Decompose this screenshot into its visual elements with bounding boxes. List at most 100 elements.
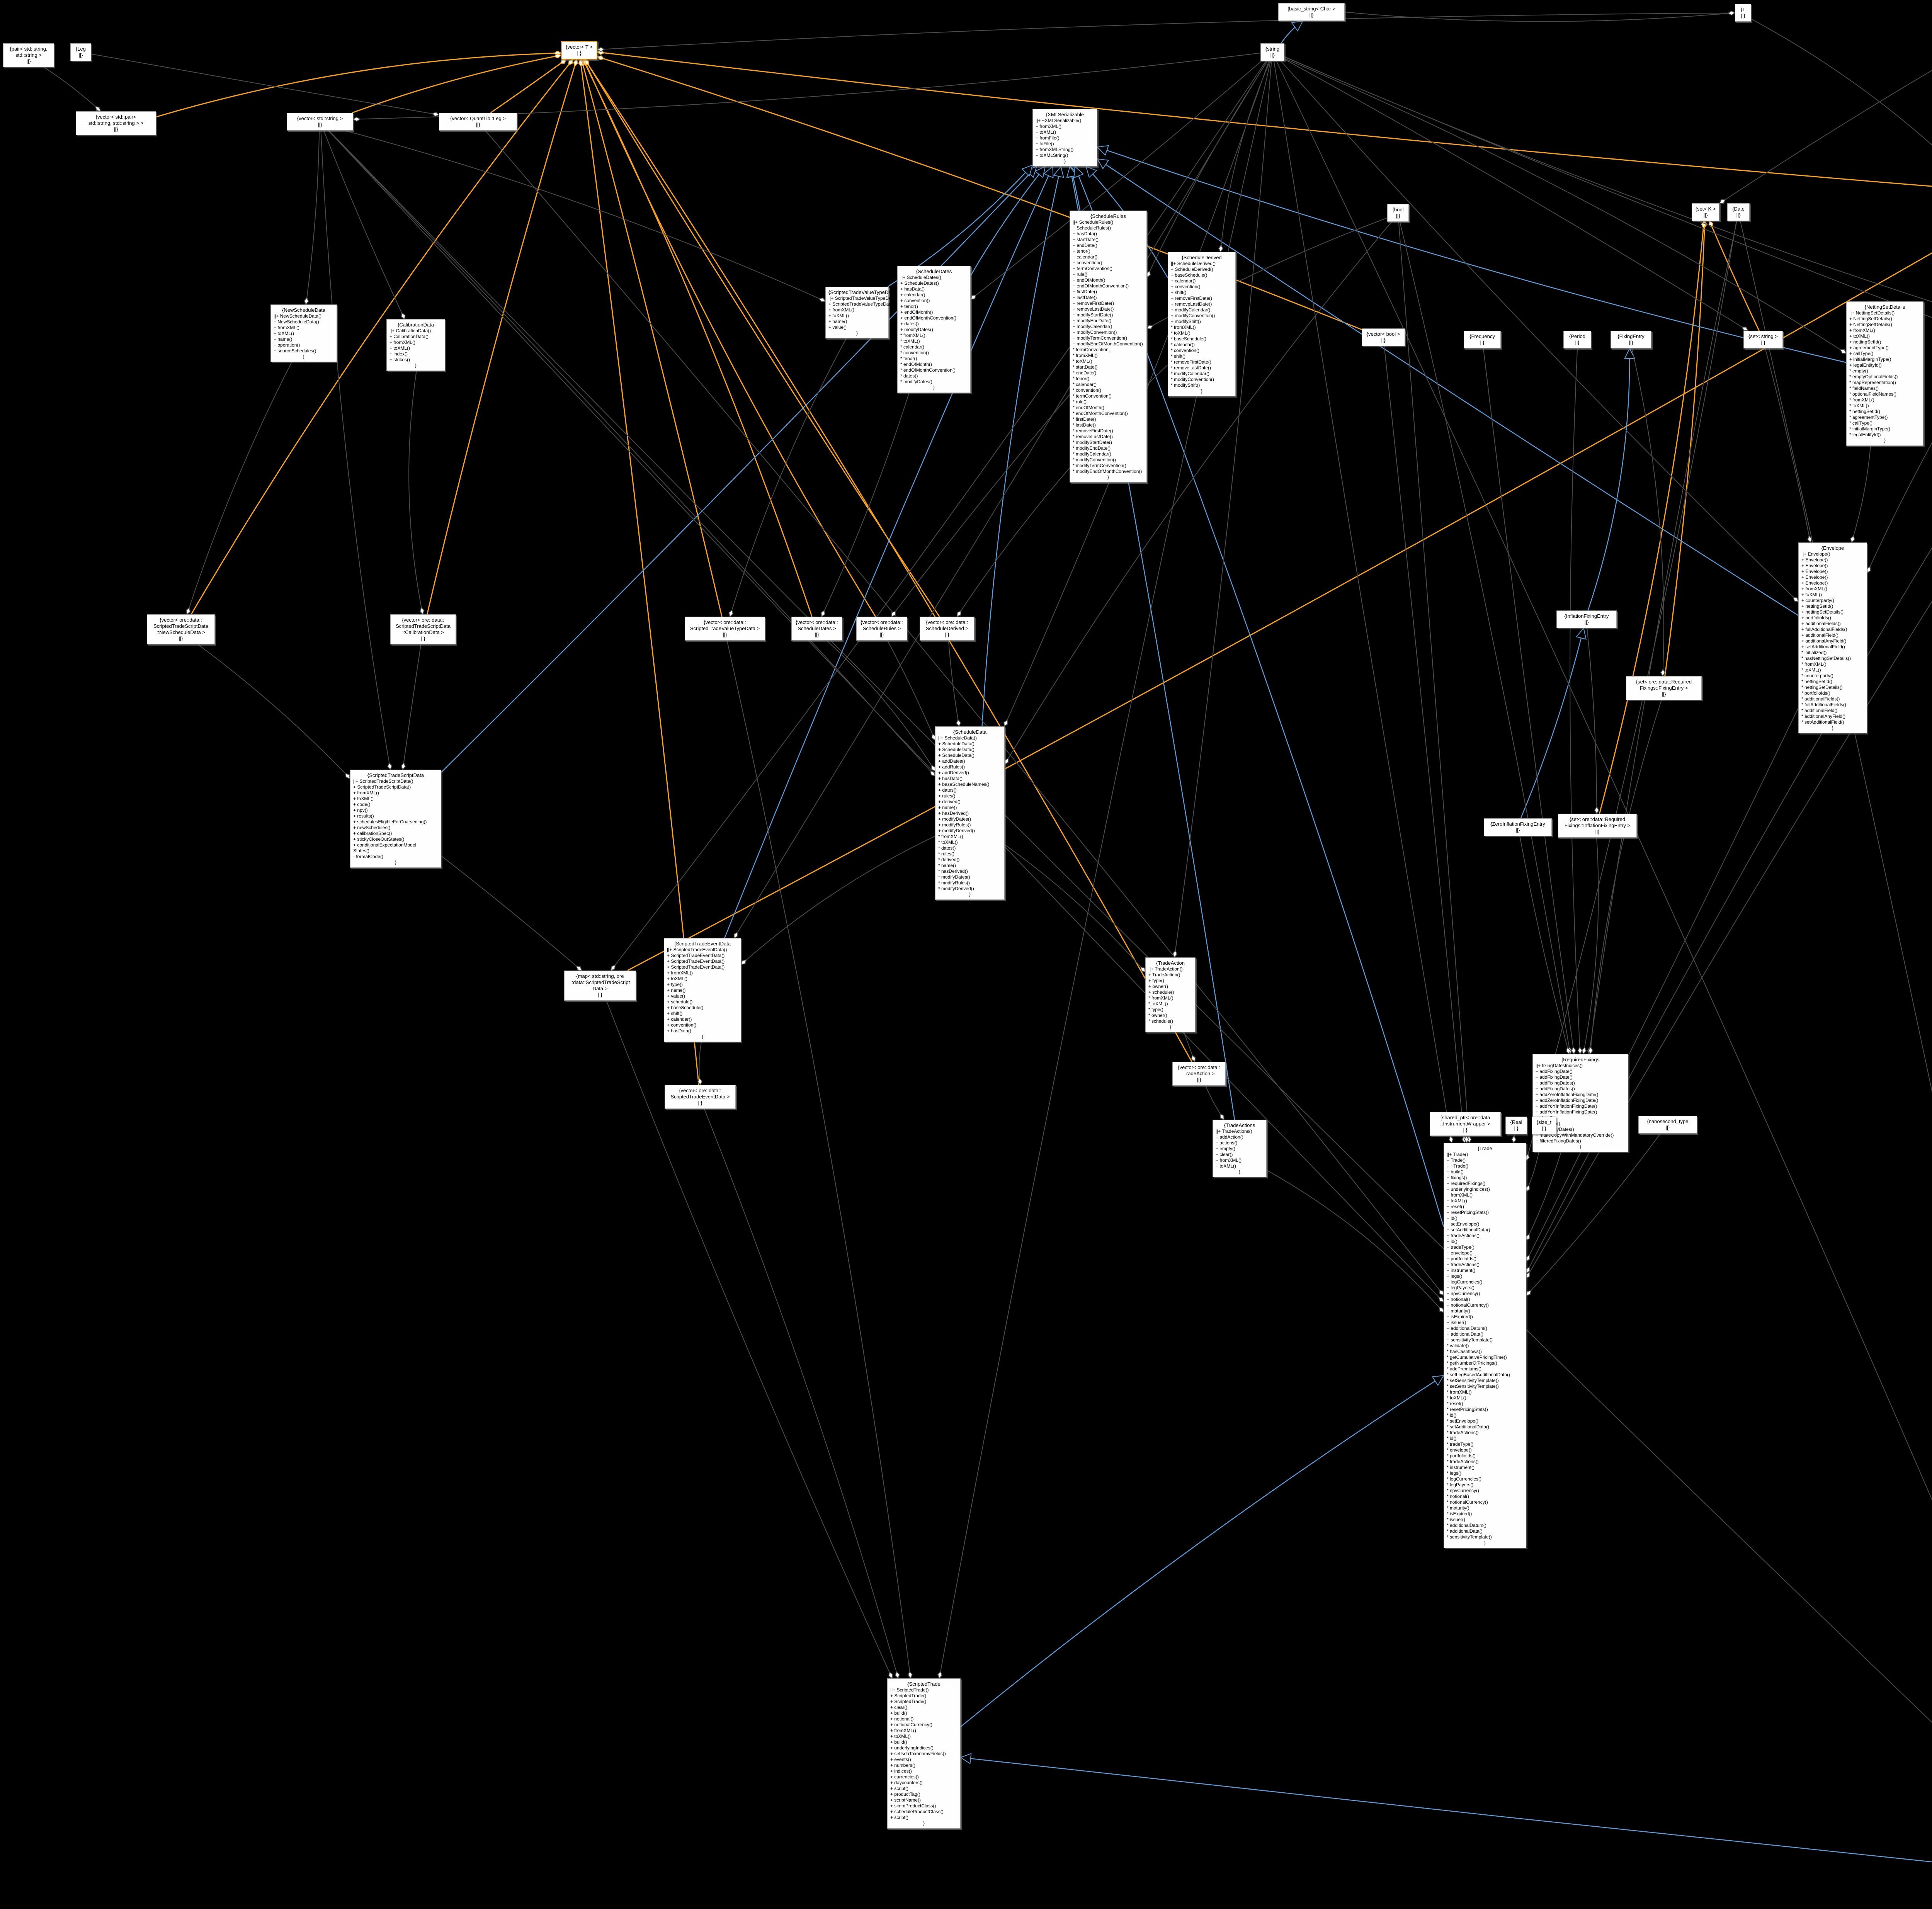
class-node-Envelope[interactable]: {Envelope ||+ Envelope() + Envelope() + …: [1798, 542, 1867, 733]
class-node-NettingSetDetails[interactable]: {NettingSetDetails ||+ NettingSetDetails…: [1846, 301, 1923, 446]
class-node-title: {pair< std::string, std::string > ||}: [10, 46, 48, 64]
class-node-FixingEntry[interactable]: {FixingEntry ||}: [1611, 331, 1651, 348]
class-node-ScriptedTradeValueTypeData[interactable]: {ScriptedTradeValueTypeData ||+ Scripted…: [825, 287, 898, 338]
class-node-vector_CalibrationData[interactable]: {vector< ore::data:: ScriptedTradeScript…: [390, 614, 456, 644]
class-node-Trade[interactable]: {Trade ||+ Trade() + Trade() + ~Trade() …: [1444, 1143, 1526, 1548]
class-node-vector_string[interactable]: {vector< std::string > ||}: [287, 113, 353, 131]
class-node-title: {vector< ore::data:: ScriptedTradeScript…: [396, 617, 451, 641]
class-node-title: {vector< bool > ||}: [1366, 331, 1400, 343]
class-node-sp_InstrumentWrapper[interactable]: {shared_ptr< ore::data ::InstrumentWrapp…: [1430, 1112, 1501, 1136]
edge-FixingEntry-set_FixingEntry: [1631, 348, 1664, 677]
class-node-title: {ZeroInflationFixingEntry ||}: [1490, 821, 1545, 833]
class-node-Real[interactable]: {Real ||}: [1505, 1117, 1527, 1134]
class-node-vector_bool[interactable]: {vector< bool > ||}: [1362, 328, 1405, 346]
class-node-XMLSerializable[interactable]: {XMLSerializable ||+ ~XMLSerializable() …: [1032, 109, 1097, 167]
class-node-vector_STVTD[interactable]: {vector< ore::data:: ScriptedTradeValueT…: [685, 617, 765, 641]
class-node-pair_str_str[interactable]: {pair< std::string, std::string > ||}: [3, 43, 54, 67]
aggregation-diamond-icon: [888, 1671, 893, 1679]
class-node-vector_ScheduleDates[interactable]: {vector< ore::data:: ScheduleDates > ||}: [791, 617, 842, 641]
class-node-T[interactable]: {T ||}: [1735, 4, 1751, 22]
class-node-title: {InflationFixingEntry ||}: [1564, 613, 1609, 625]
edge-vector_CalibrationData-vector_T: [427, 59, 577, 615]
edge-Date-PerformanceOption_01: [1740, 221, 1932, 1093]
class-node-set_InflationFixingEntry[interactable]: {set< ore::data::Required Fixings::Infla…: [1558, 814, 1637, 838]
class-node-map_string_STSD[interactable]: {map< std::string, ore ::data::ScriptedT…: [564, 971, 636, 1001]
edge-vector_NewScheduleData-vector_T: [190, 59, 573, 615]
edge-ScheduleData-XMLSerializable: [981, 166, 1061, 727]
class-node-ScheduleDerived[interactable]: {ScheduleDerived ||+ ScheduleDerived() +…: [1168, 252, 1236, 396]
edge-set_string-Envelope: [1765, 348, 1811, 543]
class-node-title: {ScriptedTradeScriptData: [367, 772, 424, 778]
class-node-vector_STED[interactable]: {vector< ore::data:: ScriptedTradeEventD…: [665, 1085, 736, 1109]
class-node-title: {vector< ore::data:: ScheduleRules > ||}: [861, 619, 903, 637]
class-node-ZeroInflationFixingEntry[interactable]: {ZeroInflationFixingEntry ||}: [1484, 818, 1552, 836]
class-node-ScheduleData[interactable]: {ScheduleData ||+ ScheduleData() + Sched…: [935, 726, 1005, 900]
class-node-ScheduleDates[interactable]: {ScheduleDates ||+ ScheduleDates() + Sch…: [897, 266, 971, 393]
class-node-vector_leg[interactable]: {vector< QuantLib::Leg > ||}: [439, 113, 517, 131]
class-node-ScriptedTrade[interactable]: {ScriptedTrade ||+ ScriptedTrade() + Scr…: [887, 1678, 961, 1829]
class-node-vector_ScheduleDerived[interactable]: {vector< ore::data:: ScheduleDerived > |…: [920, 617, 975, 641]
class-node-title: {set< K > ||}: [1695, 206, 1716, 218]
inheritance-arrow-icon: [1624, 347, 1636, 359]
class-node-members: ||+ ScheduleDates() + ScheduleDates() + …: [900, 275, 957, 384]
class-node-set_FixingEntry[interactable]: {set< ore::data::Required Fixings::Fixin…: [1626, 676, 1702, 700]
class-node-CalibrationData[interactable]: {CalibrationData ||+ CalibrationData() +…: [386, 319, 445, 371]
class-node-NewScheduleData[interactable]: {NewScheduleData ||+ NewScheduleData() +…: [270, 304, 337, 362]
aggregation-diamond-icon: [937, 1671, 942, 1679]
class-node-string[interactable]: {string ||}: [1260, 43, 1284, 61]
aggregation-diamond-icon: [1140, 966, 1146, 973]
edge-ZeroInflationFixingEntry-InflationFixingEntry: [1520, 628, 1584, 819]
class-node-ScriptedTradeScriptData[interactable]: {ScriptedTradeScriptData ||+ ScriptedTra…: [350, 770, 441, 868]
class-node-TradeActions[interactable]: {TradeActions ||+ TradeActions() + addAc…: [1213, 1120, 1267, 1177]
class-node-set_string[interactable]: {set< string > ||}: [1743, 331, 1783, 348]
edge-vector_ScheduleDates-vector_T: [582, 59, 813, 617]
class-node-vector_pair[interactable]: {vector< std::pair< std::string, std::st…: [76, 111, 156, 135]
class-node-title: {vector< ore::data:: ScheduleDerived > |…: [925, 619, 969, 637]
class-node-closing-brace: }: [1832, 725, 1833, 731]
class-node-Frequency[interactable]: {Frequency ||}: [1464, 331, 1501, 348]
class-node-closing-brace: }: [415, 363, 417, 368]
class-node-InflationFixingEntry[interactable]: {InflationFixingEntry ||}: [1556, 610, 1617, 628]
class-node-vector_ScheduleRules[interactable]: {vector< ore::data:: ScheduleRules > ||}: [856, 617, 907, 641]
class-node-set_K[interactable]: {set< K > ||}: [1692, 203, 1719, 221]
edge-ScheduleDates-XMLSerializable: [970, 166, 1046, 276]
aggregation-diamond-icon: [584, 59, 589, 66]
aggregation-diamond-icon: [401, 312, 406, 320]
class-node-ScriptedTradeEventData[interactable]: {ScriptedTradeEventData ||+ ScriptedTrad…: [664, 938, 741, 1042]
inheritance-arrow-icon: [1073, 165, 1084, 178]
class-node-leg[interactable]: {Leg ||}: [70, 43, 91, 61]
edge-bool-ScheduleData: [1004, 221, 1392, 765]
class-node-RequiredFixings[interactable]: {RequiredFixings ||+ fixingDatesIndices(…: [1532, 1054, 1628, 1152]
class-node-bool[interactable]: {bool ||}: [1387, 204, 1409, 222]
aggregation-diamond-icon: [560, 59, 567, 64]
class-node-title: {Frequency ||}: [1469, 333, 1495, 345]
edge-vector_ScheduleRules-vector_T: [583, 59, 876, 617]
aggregation-diamond-icon: [891, 610, 896, 617]
class-node-ScheduleRules[interactable]: {ScheduleRules ||+ ScheduleRules() + Sch…: [1070, 211, 1147, 483]
edge-RequiredFixings-Trade: [1526, 1152, 1561, 1241]
class-node-vector_TradeAction[interactable]: {vector< ore::data:: TradeAction > ||}: [1172, 1062, 1226, 1086]
class-node-TradeAction[interactable]: {TradeAction ||+ TradeAction() + TradeAc…: [1145, 957, 1196, 1032]
edge-vector_leg-vector_T: [490, 59, 566, 114]
class-node-size_t[interactable]: {size_t ||}: [1532, 1117, 1556, 1134]
class-node-nanosecond_type[interactable]: {nanosecond_type ||}: [1638, 1116, 1697, 1134]
class-node-closing-brace: }: [303, 354, 304, 359]
aggregation-diamond-icon: [352, 116, 361, 122]
class-node-members: ||+ TradeActions() + addAction() + actio…: [1216, 1129, 1252, 1169]
inheritance-arrow-icon: [1053, 165, 1064, 178]
aggregation-diamond-icon: [818, 297, 826, 303]
class-node-title: {Date ||}: [1732, 206, 1745, 218]
class-node-vector_T[interactable]: {vector< T > ||}: [561, 41, 597, 59]
aggregation-diamond-icon: [1566, 1046, 1571, 1055]
class-node-title: {map< std::string, ore ::data::ScriptedT…: [570, 973, 630, 998]
aggregation-diamond-icon: [1004, 758, 1009, 765]
class-node-vector_NewScheduleData[interactable]: {vector< ore::data:: ScriptedTradeScript…: [147, 614, 215, 644]
class-node-title: {bool ||}: [1392, 207, 1404, 219]
edge-ScriptedTradeValueTypeData-vector_STVTD: [730, 338, 847, 617]
class-node-Date[interactable]: {Date ||}: [1727, 203, 1750, 221]
class-node-Period[interactable]: {Period ||}: [1563, 331, 1591, 348]
edge-vector_string-vector_T: [352, 54, 561, 114]
class-node-basic_string[interactable]: {basic_string< Char > ||}: [1278, 3, 1345, 21]
edge-CalibrationData-vector_CalibrationData: [408, 371, 423, 615]
edge-string-Envelope: [1281, 61, 1799, 602]
